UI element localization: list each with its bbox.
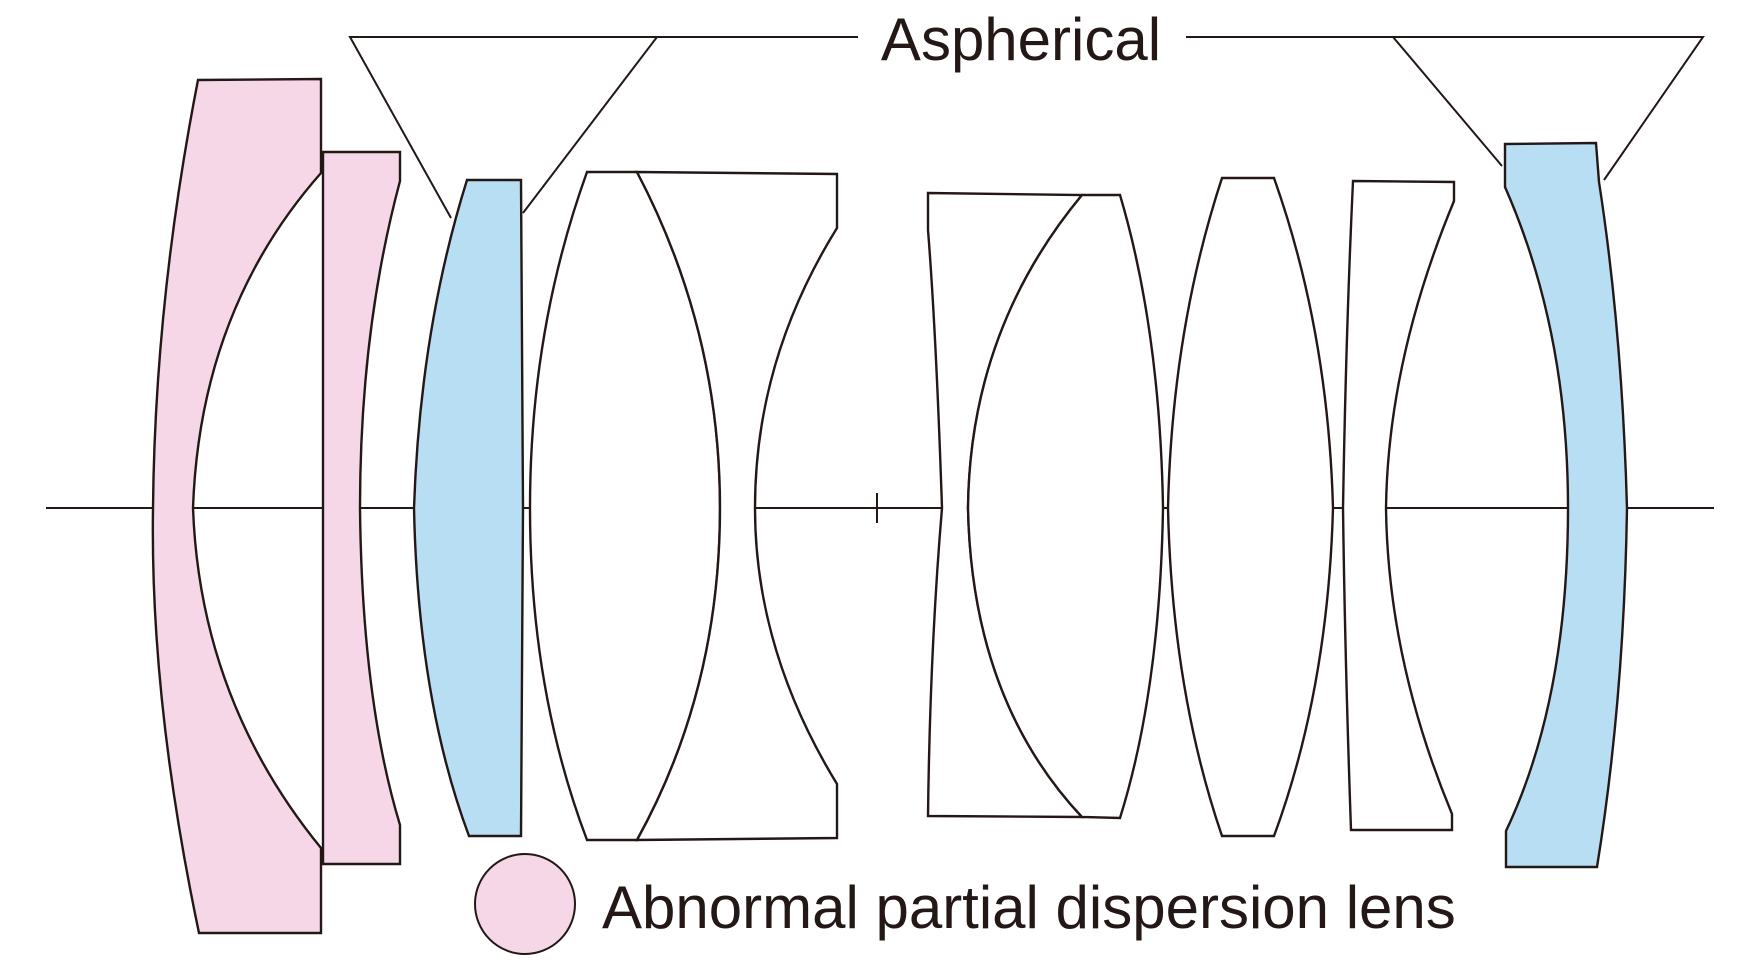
lens-element-2-abnormal-dispersion	[321, 150, 402, 866]
aspherical-label: Aspherical	[881, 6, 1161, 73]
lens-element-1-abnormal-dispersion	[151, 77, 323, 935]
legend: Abnormal partial dispersion lens	[474, 853, 1456, 955]
legend-label-abnormal-dispersion: Abnormal partial dispersion lens	[602, 874, 1456, 941]
aspherical-leader-left	[348, 36, 858, 219]
lens-element-10-aspherical	[1503, 141, 1629, 869]
lens-element-8	[1166, 176, 1335, 838]
lens-element-5	[634, 170, 839, 842]
aspherical-leader-right	[1186, 36, 1705, 181]
lens-element-7	[966, 193, 1165, 820]
aspherical-leader-left-2	[522, 36, 658, 214]
legend-swatch-abnormal-dispersion	[474, 853, 576, 955]
lens-element-9	[1341, 179, 1456, 832]
aspherical-leader-right-2	[1392, 36, 1503, 167]
lens-element-3-aspherical	[412, 178, 525, 838]
